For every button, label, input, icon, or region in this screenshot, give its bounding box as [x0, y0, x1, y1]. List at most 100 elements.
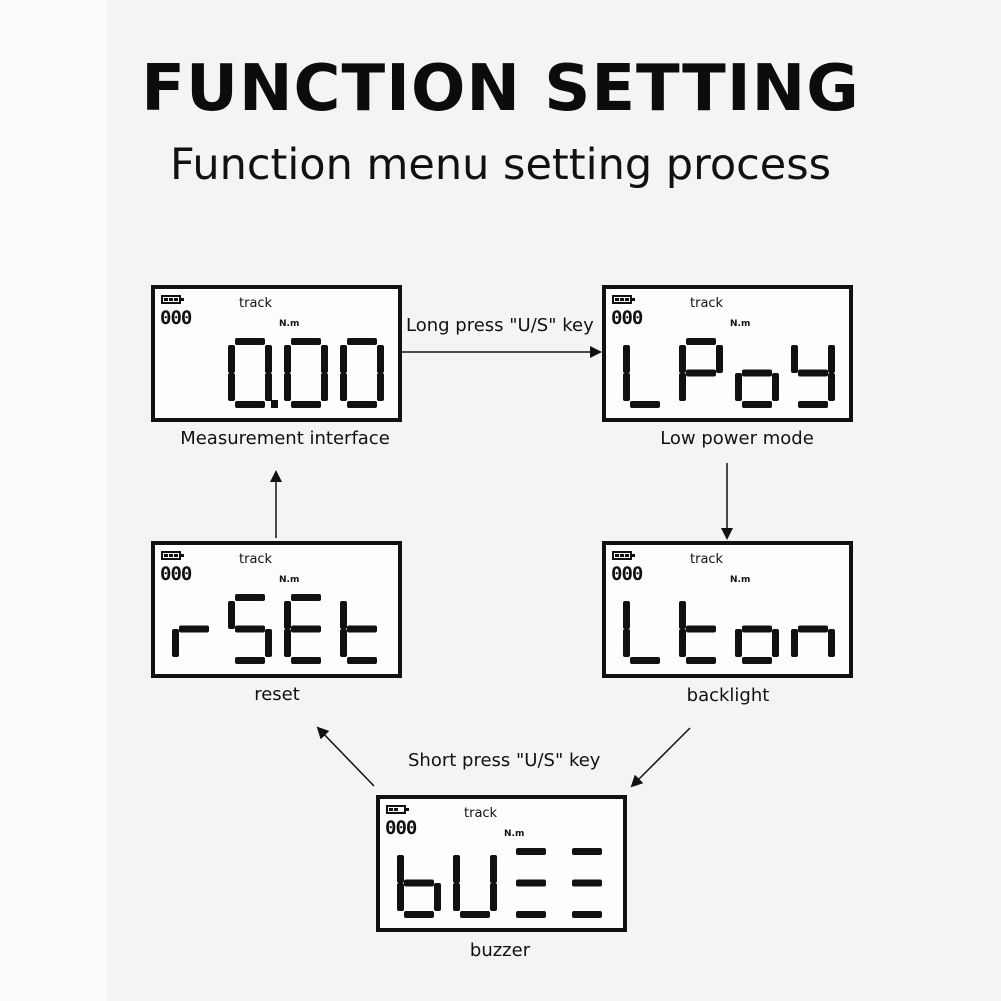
lcd-digit-L	[623, 601, 660, 664]
segment-f	[340, 601, 347, 629]
segment-a	[291, 338, 321, 345]
segment-a	[235, 594, 265, 601]
short-press-label: Short press "U/S" key	[408, 750, 601, 771]
lcd-digit-0	[284, 338, 328, 408]
segment-e	[623, 629, 630, 657]
battery-icon	[161, 295, 184, 304]
lcd-unit: N.m	[730, 575, 751, 585]
lcd-digit-o	[735, 369, 779, 408]
caption-reset: reset	[254, 684, 300, 705]
segment-g	[516, 879, 546, 887]
segment-f	[340, 345, 347, 373]
lcd-digit-S	[228, 594, 272, 664]
segment-c	[828, 373, 835, 401]
segment-g	[404, 879, 434, 887]
lcd-buzzer: 000 track N.m	[376, 795, 627, 932]
segment-b	[377, 345, 384, 373]
lcd-decimal-point	[271, 400, 278, 408]
caption-measurement: Measurement interface	[180, 428, 390, 449]
segment-g	[686, 625, 716, 633]
lcd-digit-0	[340, 338, 384, 408]
lcd-digit-L	[623, 345, 660, 408]
caption-buzzer: buzzer	[469, 940, 531, 961]
segment-g	[742, 625, 772, 633]
segment-d	[742, 401, 772, 408]
lcd-digit-Z	[516, 848, 546, 918]
segment-b	[321, 345, 328, 373]
lcd-unit: N.m	[504, 829, 525, 839]
segment-f	[284, 345, 291, 373]
lcd-readout	[623, 601, 835, 664]
lcd-track-label: track	[690, 552, 724, 567]
segment-g	[742, 369, 772, 377]
segment-f	[228, 345, 235, 373]
segment-f	[679, 345, 686, 373]
lcd-digit-Z	[572, 848, 602, 918]
lcd-readout	[228, 338, 384, 408]
segment-d	[291, 657, 321, 664]
segment-g	[798, 625, 828, 633]
segment-e	[453, 883, 460, 911]
page-title: FUNCTION SETTING	[141, 52, 860, 126]
arrow-buzzer-to-reset	[316, 726, 375, 787]
segment-f	[623, 345, 630, 373]
caption-backlight: backlight	[686, 685, 770, 706]
segment-a	[516, 848, 546, 855]
segment-c	[828, 629, 835, 657]
segment-c	[434, 883, 441, 911]
lcd-digit-Y	[791, 345, 835, 408]
lcd-digit-r	[172, 625, 209, 657]
segment-f	[453, 855, 460, 883]
lcd-counter: 000	[611, 563, 643, 585]
lcd-readout	[623, 338, 835, 408]
segment-b	[265, 345, 272, 373]
lcd-readout	[397, 848, 602, 918]
battery-icon	[386, 805, 409, 814]
segment-d	[630, 401, 660, 408]
segment-c	[772, 629, 779, 657]
segment-e	[735, 373, 742, 401]
lcd-track-label: track	[464, 806, 498, 821]
segment-d	[235, 657, 265, 664]
lcd-readout	[172, 594, 377, 664]
lcd-counter: 000	[385, 817, 417, 839]
lcd-track-label: track	[690, 296, 724, 311]
segment-a	[572, 848, 602, 855]
lcd-digit-n	[791, 625, 835, 657]
segment-c	[321, 373, 328, 401]
segment-a	[291, 594, 321, 601]
segment-g	[179, 625, 209, 633]
segment-d	[235, 401, 265, 408]
lcd-digit-P	[679, 338, 723, 401]
segment-d	[630, 657, 660, 664]
lcd-counter: 000	[160, 307, 192, 329]
segment-e	[340, 373, 347, 401]
segment-c	[490, 883, 497, 911]
segment-f	[791, 345, 798, 373]
lcd-unit: N.m	[730, 319, 751, 329]
lcd-backlight: 000 track N.m	[602, 541, 853, 678]
segment-g	[572, 879, 602, 887]
segment-f	[623, 601, 630, 629]
segment-e	[679, 373, 686, 401]
lcd-counter: 000	[160, 563, 192, 585]
segment-e	[623, 373, 630, 401]
lcd-track-label: track	[239, 296, 273, 311]
segment-f	[679, 601, 686, 629]
segment-e	[284, 629, 291, 657]
segment-e	[791, 629, 798, 657]
segment-e	[679, 629, 686, 657]
segment-e	[284, 373, 291, 401]
lcd-reset: 000 track N.m	[151, 541, 402, 678]
segment-f	[284, 601, 291, 629]
lcd-track-label: track	[239, 552, 273, 567]
lcd-unit: N.m	[279, 575, 300, 585]
segment-f	[397, 855, 404, 883]
segment-c	[265, 373, 272, 401]
segment-d	[686, 657, 716, 664]
segment-c	[265, 629, 272, 657]
segment-g	[291, 625, 321, 633]
segment-c	[772, 373, 779, 401]
segment-g	[798, 369, 828, 377]
